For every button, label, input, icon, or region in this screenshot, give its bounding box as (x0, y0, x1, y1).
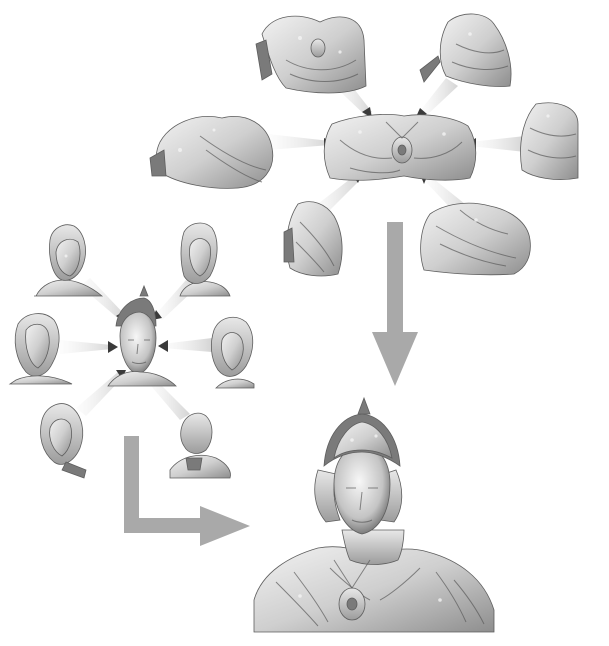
registration-arrow (60, 340, 118, 354)
flow-arrow-head-to-result (124, 436, 250, 546)
torso-scan-top-left (256, 16, 366, 93)
registration-arrow (416, 78, 458, 117)
flow-arrow-torso-to-result (372, 222, 418, 386)
torso-scan-left-shoulder (150, 116, 273, 188)
head-scan-lower-left (41, 404, 87, 478)
registration-arrow (158, 338, 212, 352)
torso-scan-lower-right-drapery (421, 203, 531, 275)
torso-scan-lower-left-arm (284, 202, 342, 276)
head-scan-back (170, 413, 230, 478)
torso-scan-right-arm (521, 103, 578, 180)
torso-front-scan (324, 114, 476, 180)
head-scan-right-profile (211, 317, 254, 388)
merged-bust-model (254, 398, 494, 632)
torso-scan-top-right (420, 14, 511, 87)
